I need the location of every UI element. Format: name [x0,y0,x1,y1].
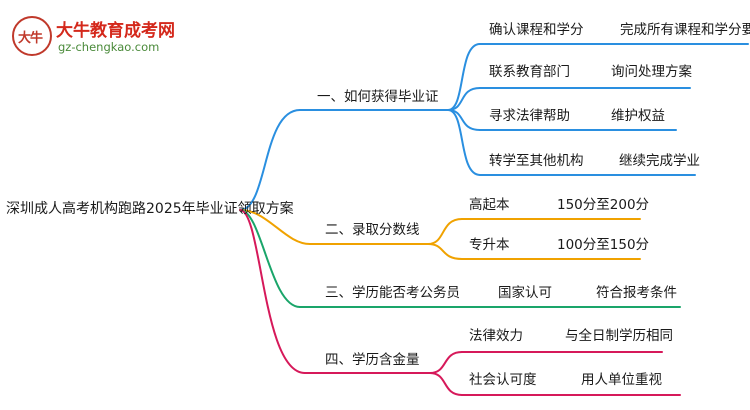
branch-1-leaf-2: 询问处理方案 [611,64,692,80]
branch-4-child-2-connector [429,372,463,396]
logo-title: 大牛教育成考网 [56,21,175,41]
branch-4-connector [239,209,306,374]
branch-2-node-2: 专升本 [469,237,510,253]
branch-4-label: 四、学历含金量 [325,352,420,368]
branch-3-label: 三、学历能否考公务员 [325,285,460,301]
branch-4-leaf-2: 用人单位重视 [581,372,662,388]
branch-2-connector [239,209,311,245]
branch-1-leaf-4: 继续完成学业 [619,153,700,169]
logo-url: gz-chengkao.com [58,40,160,54]
logo-badge-text: 大牛 [18,31,43,46]
logo-badge-icon: 大牛 [12,16,52,56]
site-logo[interactable]: 大牛 大牛教育成考网 gz-chengkao.com [12,10,212,60]
branch-2-child-2-connector [427,243,463,260]
branch-2-leaf-1: 150分至200分 [557,197,650,213]
branch-1-label: 一、如何获得毕业证 [317,89,439,105]
branch-4-leaf-1: 与全日制学历相同 [565,328,673,344]
branch-1-node-3: 寻求法律帮助 [489,108,570,124]
branch-3-leaf-1: 符合报考条件 [596,285,677,301]
mindmap-links [239,43,749,396]
branch-2-leaf-2: 100分至150分 [557,237,650,253]
branch-1-child-4-connector [447,109,481,176]
branch-2-node-1: 高起本 [469,197,510,213]
branch-1-node-1: 确认课程和学分 [489,22,584,38]
branch-1-node-4: 转学至其他机构 [489,153,584,169]
branch-3-connector [239,209,301,308]
branch-4-node-2: 社会认可度 [469,372,537,388]
root-topic: 深圳成人高考机构跑路2025年毕业证领取方案 [6,201,294,217]
branch-1-child-1-connector [447,43,481,111]
branch-1-leaf-3: 维护权益 [611,108,665,124]
branch-4-node-1: 法律效力 [469,328,523,344]
branch-2-child-1-connector [427,218,463,245]
branch-3-node-1: 国家认可 [498,285,552,301]
branch-2-label: 二、录取分数线 [325,222,420,238]
branch-1-connector [239,109,301,211]
branch-4-child-1-connector [429,351,463,374]
branch-1-node-2: 联系教育部门 [489,64,570,80]
branch-1-leaf-1: 完成所有课程和学分要求 [620,22,750,38]
